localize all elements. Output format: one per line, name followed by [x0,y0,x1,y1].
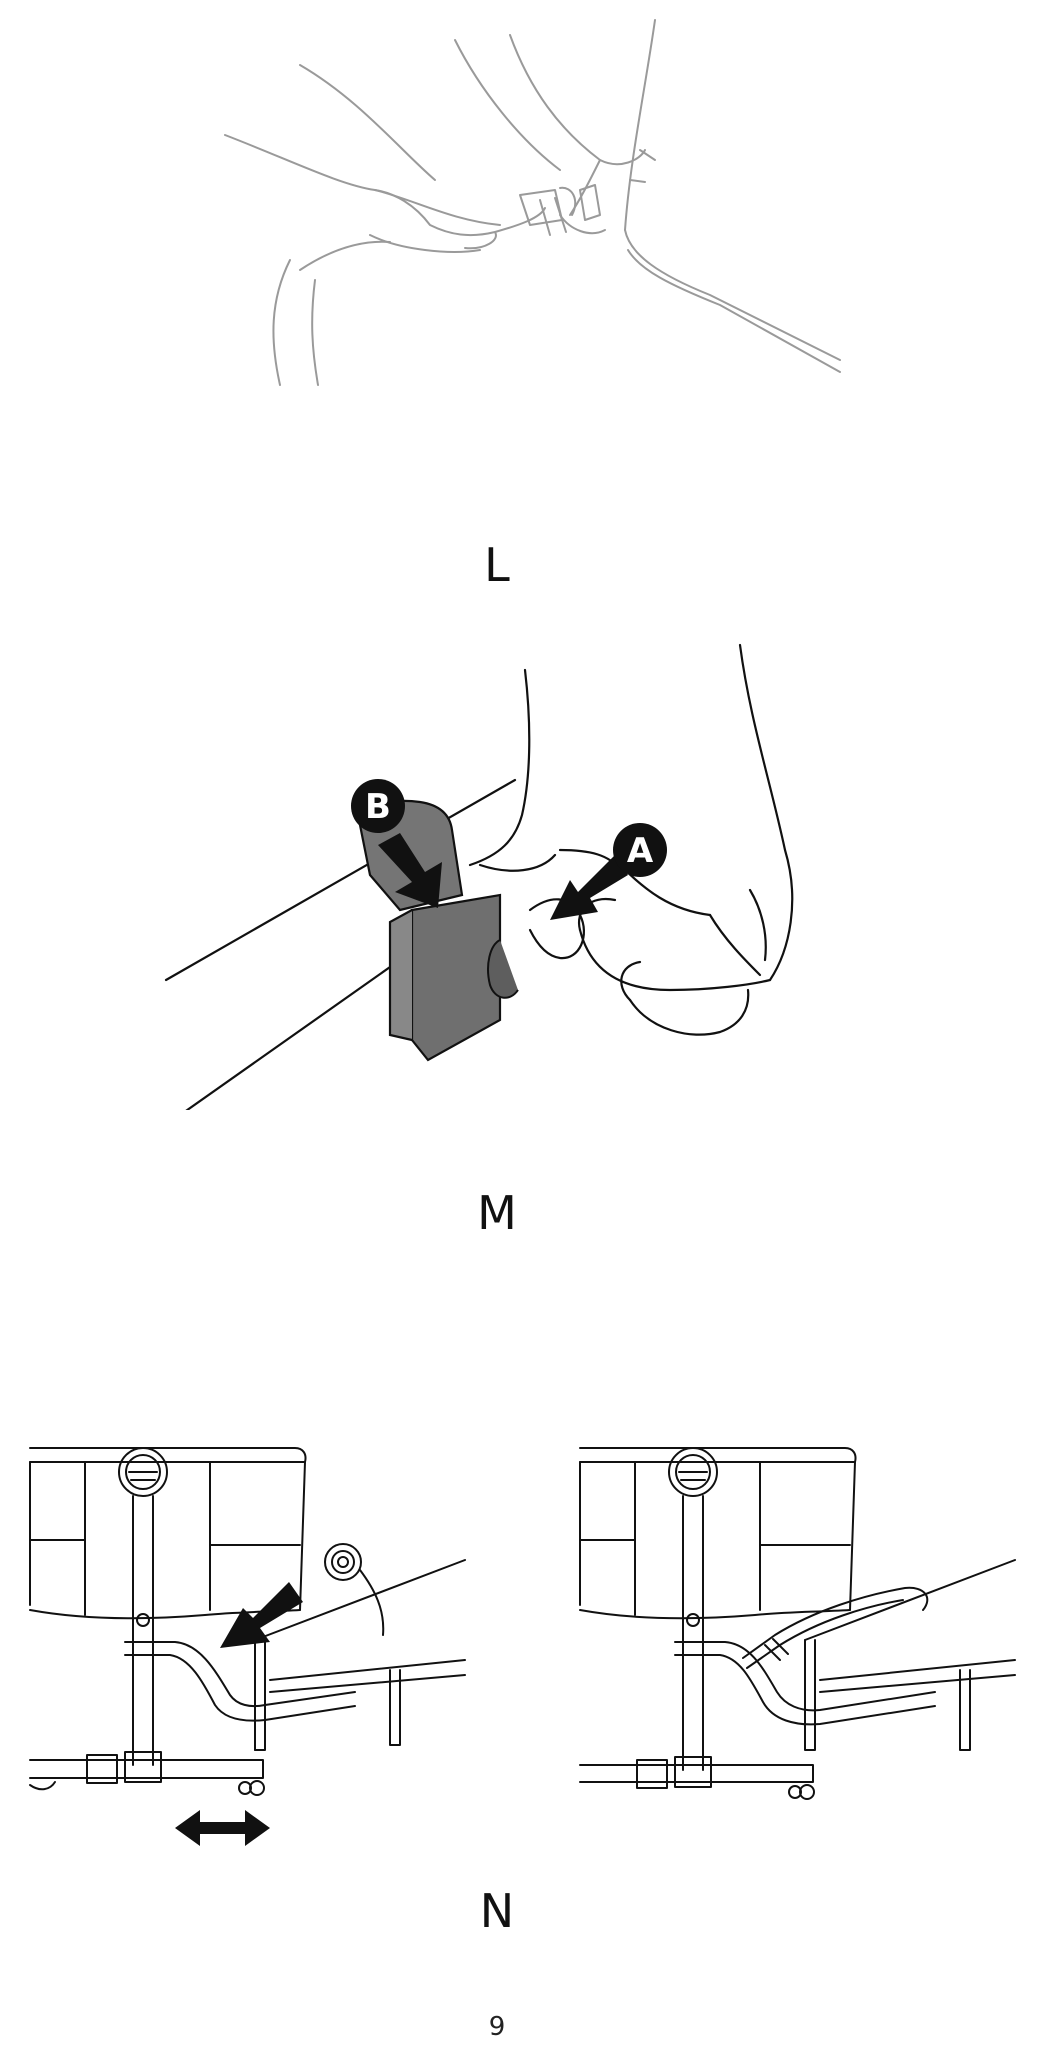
slide-double-arrow-icon [175,1810,270,1846]
arrow-a-icon [550,855,628,920]
figure-l-illustration [200,10,860,390]
figure-n-right-illustration [575,1430,1035,1830]
clip-body [360,801,518,1060]
figure-m-illustration: B A [150,640,830,1110]
insert-arrow-icon [220,1582,303,1648]
figure-l-caption: L [484,538,510,592]
page-number: 9 [488,2012,506,2042]
figure-n-left-illustration [25,1430,485,1846]
marker-a-label: A [627,831,654,871]
marker-b: B [351,779,405,833]
marker-b-label: B [365,787,391,827]
figure-n-caption: N [479,1884,515,1938]
arrow-b-icon [378,833,442,908]
marker-a: A [613,823,667,877]
figure-m-caption: M [477,1186,517,1240]
